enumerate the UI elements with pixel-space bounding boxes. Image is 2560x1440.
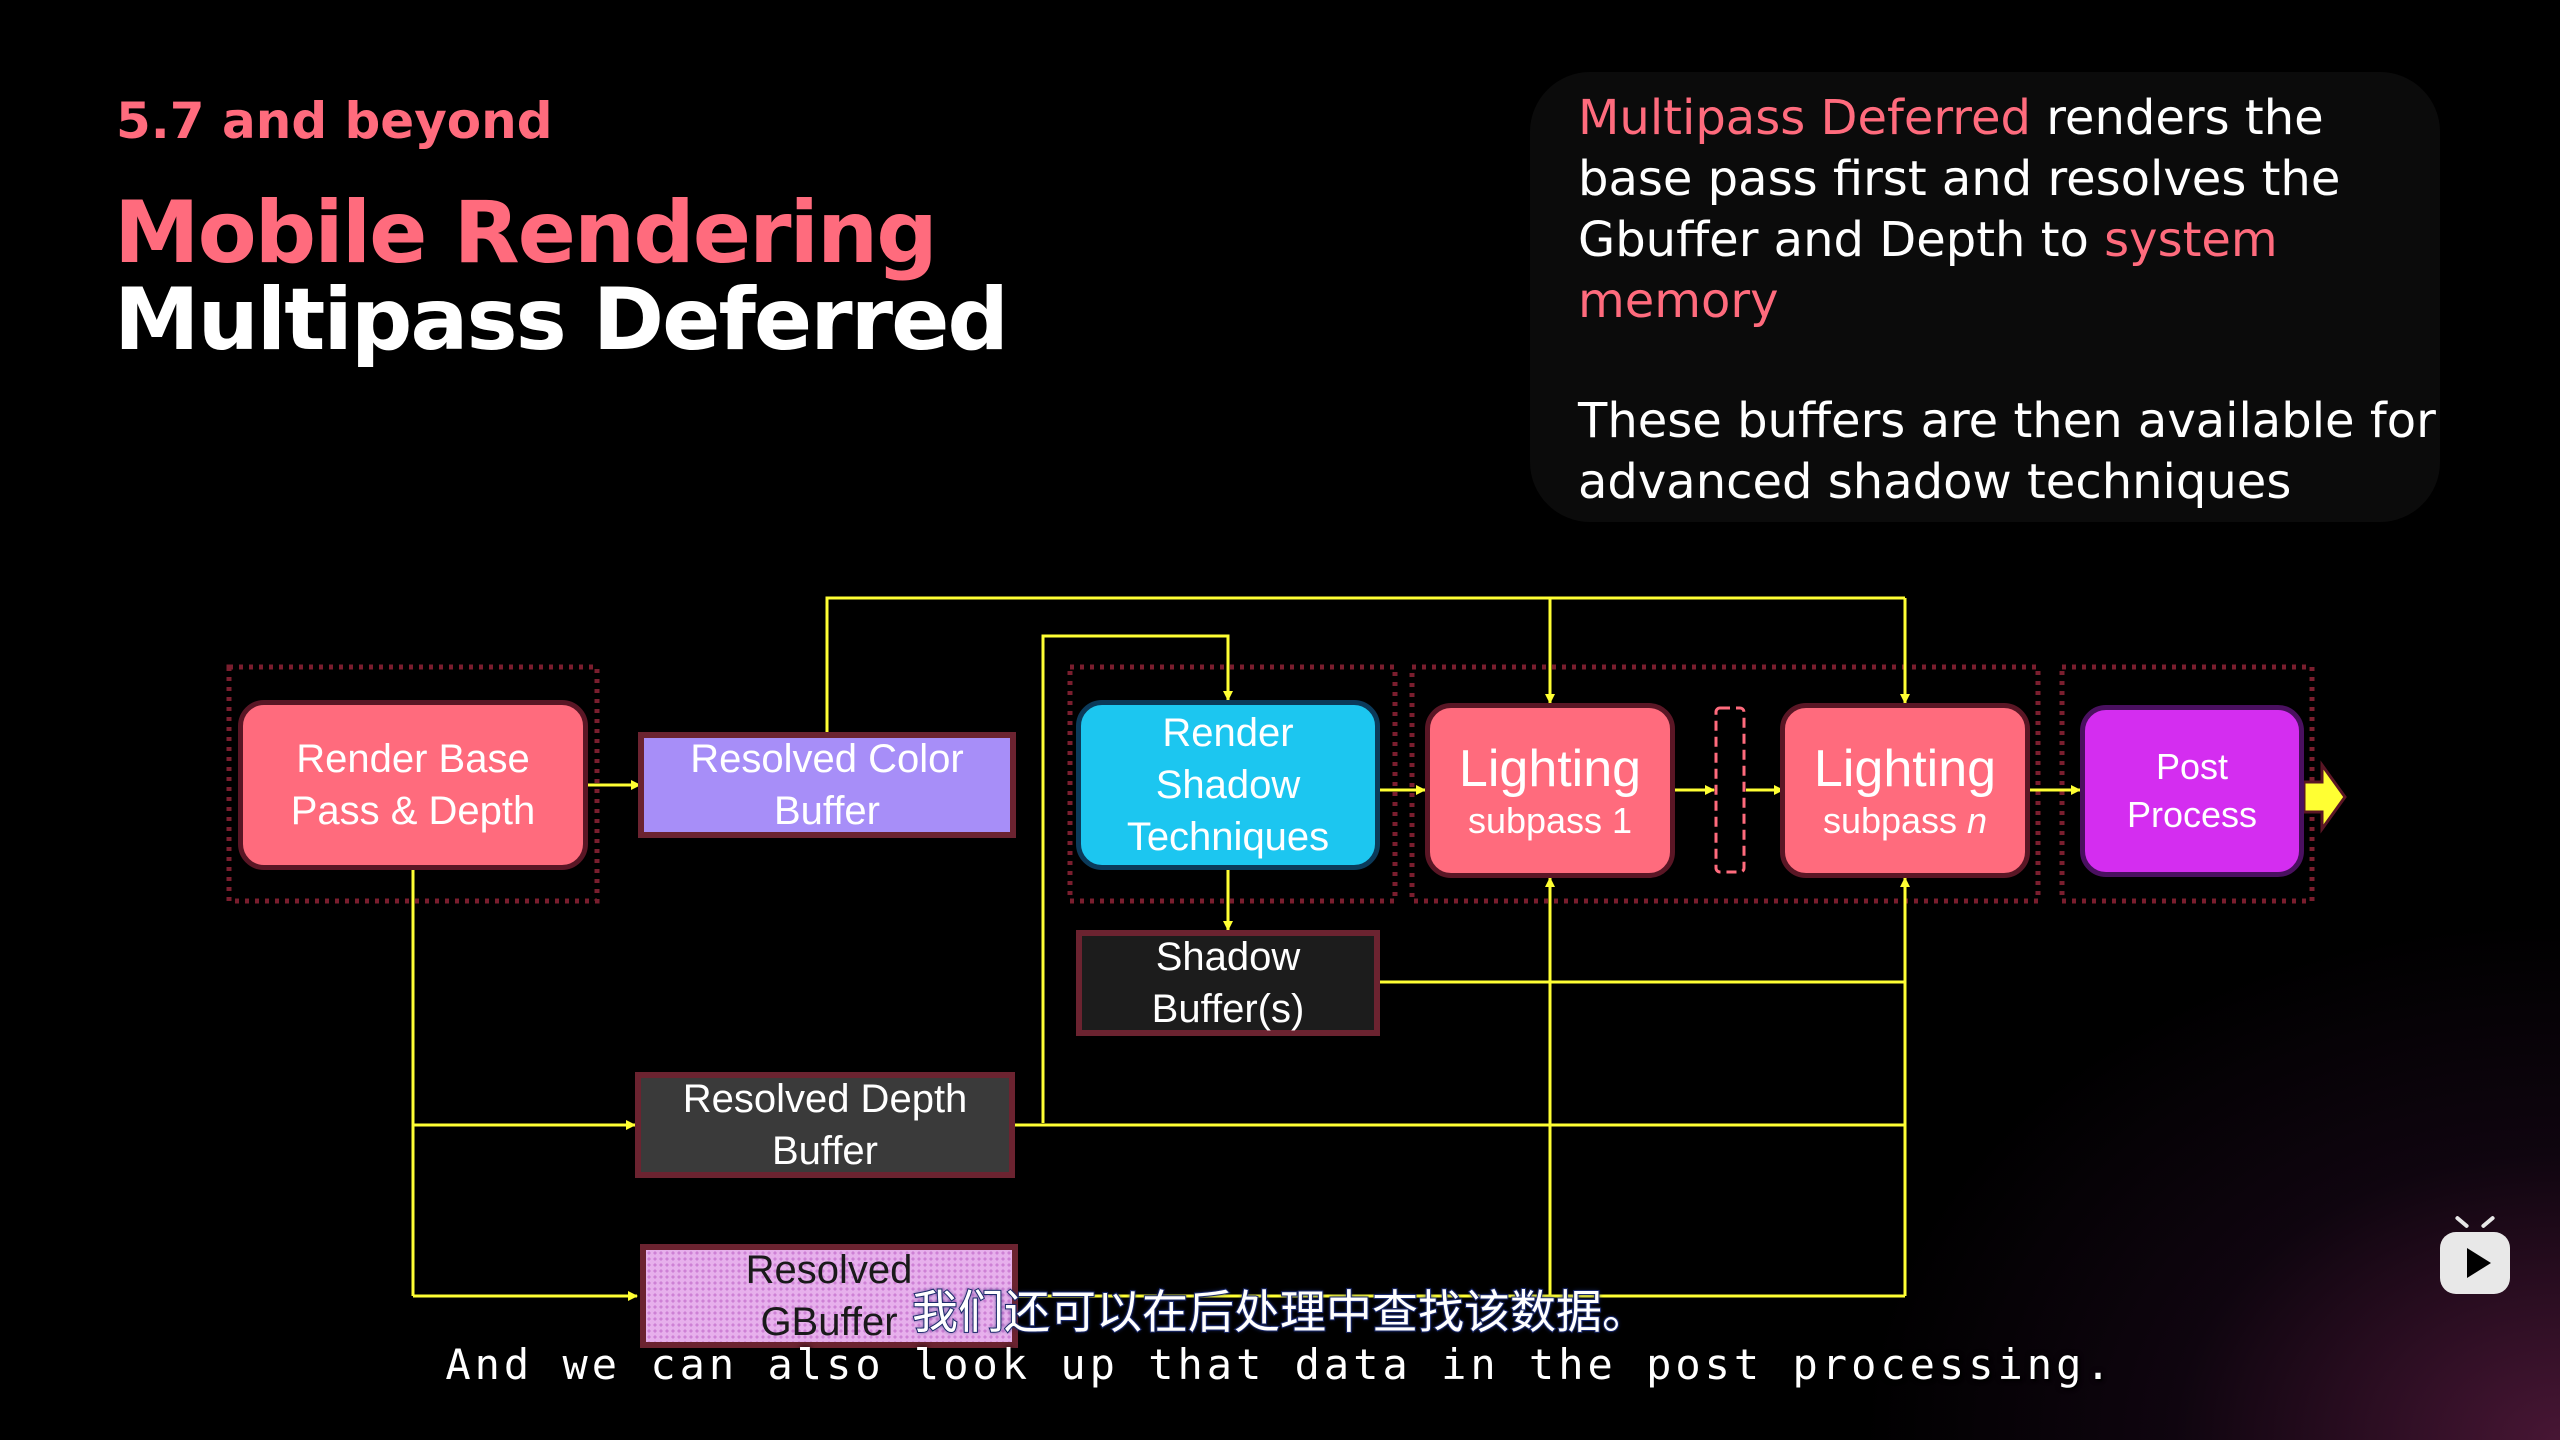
output-arrow-icon	[2302, 760, 2347, 834]
render-base-line2: Pass & Depth	[290, 789, 536, 833]
node-lighting-subpass-n: Lighting subpass n	[1780, 703, 2030, 878]
slide-title-line2: Multipass Deferred	[114, 270, 1009, 370]
render-shadow-line2: Shadow	[1155, 763, 1301, 807]
description-paragraph-1: Multipass Deferred renders the base pass…	[1578, 88, 2438, 332]
node-render-base-pass: Render Base Pass & Depth	[238, 700, 588, 870]
node-shadow-buffers: Shadow Buffer(s)	[1076, 930, 1380, 1036]
node-render-shadow-techniques: Render Shadow Techniques	[1076, 700, 1380, 870]
post-process-line1: Post	[2155, 746, 2229, 787]
render-shadow-line3: Techniques	[1126, 815, 1330, 859]
resolved-gbuffer-line1: Resolved	[745, 1248, 913, 1292]
node-resolved-depth-buffer: Resolved Depth Buffer	[635, 1072, 1015, 1178]
lightingn-subtitle-prefix: subpass	[1822, 799, 1968, 841]
post-process-line2: Process	[2126, 794, 2258, 835]
subtitle-english: And we can also look up that data in the…	[445, 1340, 2115, 1389]
lightingn-subtitle: subpass n	[1823, 799, 1987, 843]
lighting1-subtitle: subpass 1	[1467, 799, 1633, 841]
group-base-pass	[226, 664, 600, 904]
group-post	[2059, 664, 2315, 904]
node-resolved-gbuffer: Resolved GBuffer	[640, 1244, 1018, 1348]
play-triangle-icon	[2467, 1248, 2491, 1278]
node-resolved-color-buffer: Resolved Color Buffer	[638, 732, 1016, 838]
resolved-color-line1: Resolved Color	[690, 737, 964, 781]
subtitle-chinese: 我们还可以在后处理中查找该数据。	[911, 1284, 1649, 1340]
resolved-color-line2: Buffer	[774, 789, 880, 833]
resolved-depth-line1: Resolved Depth	[682, 1077, 968, 1121]
line-color-to-top-bus	[825, 596, 1905, 732]
resolved-gbuffer-line2: GBuffer	[760, 1300, 898, 1344]
description-paragraph-2: These buffers are then available for adv…	[1578, 393, 2436, 510]
description-body-1: renders the base pass first and resolves…	[1578, 90, 2341, 268]
group-shadow	[1067, 664, 1398, 904]
lightingn-subtitle-var: n	[1967, 799, 1988, 841]
node-post-process: Post Process	[2080, 705, 2304, 877]
description-panel	[1530, 72, 2440, 522]
line-depth-to-shadow	[1041, 634, 1233, 1123]
highlight-system-memory: system memory	[1578, 212, 2278, 329]
render-shadow-line1: Render	[1162, 711, 1294, 755]
shadow-buffer-line2: Buffer(s)	[1151, 987, 1305, 1031]
slide-title-line1: Mobile Rendering	[114, 183, 938, 283]
highlight-multipass-deferred: Multipass Deferred	[1578, 90, 2031, 146]
description-text: Multipass Deferred renders the base pass…	[1578, 88, 2438, 513]
group-lighting	[1409, 664, 2041, 904]
subpass-ellipsis-box	[1714, 706, 1746, 874]
node-lighting-subpass-1: Lighting subpass 1	[1425, 703, 1675, 878]
lighting1-title: Lighting	[1458, 739, 1642, 798]
tv-play-icon[interactable]	[2440, 1232, 2510, 1294]
lightingn-title: Lighting	[1813, 739, 1997, 798]
shadow-buffer-line1: Shadow	[1155, 935, 1301, 979]
slide-eyebrow: 5.7 and beyond	[116, 92, 553, 150]
render-base-line1: Render Base	[296, 737, 530, 781]
resolved-depth-line2: Buffer	[772, 1129, 878, 1173]
